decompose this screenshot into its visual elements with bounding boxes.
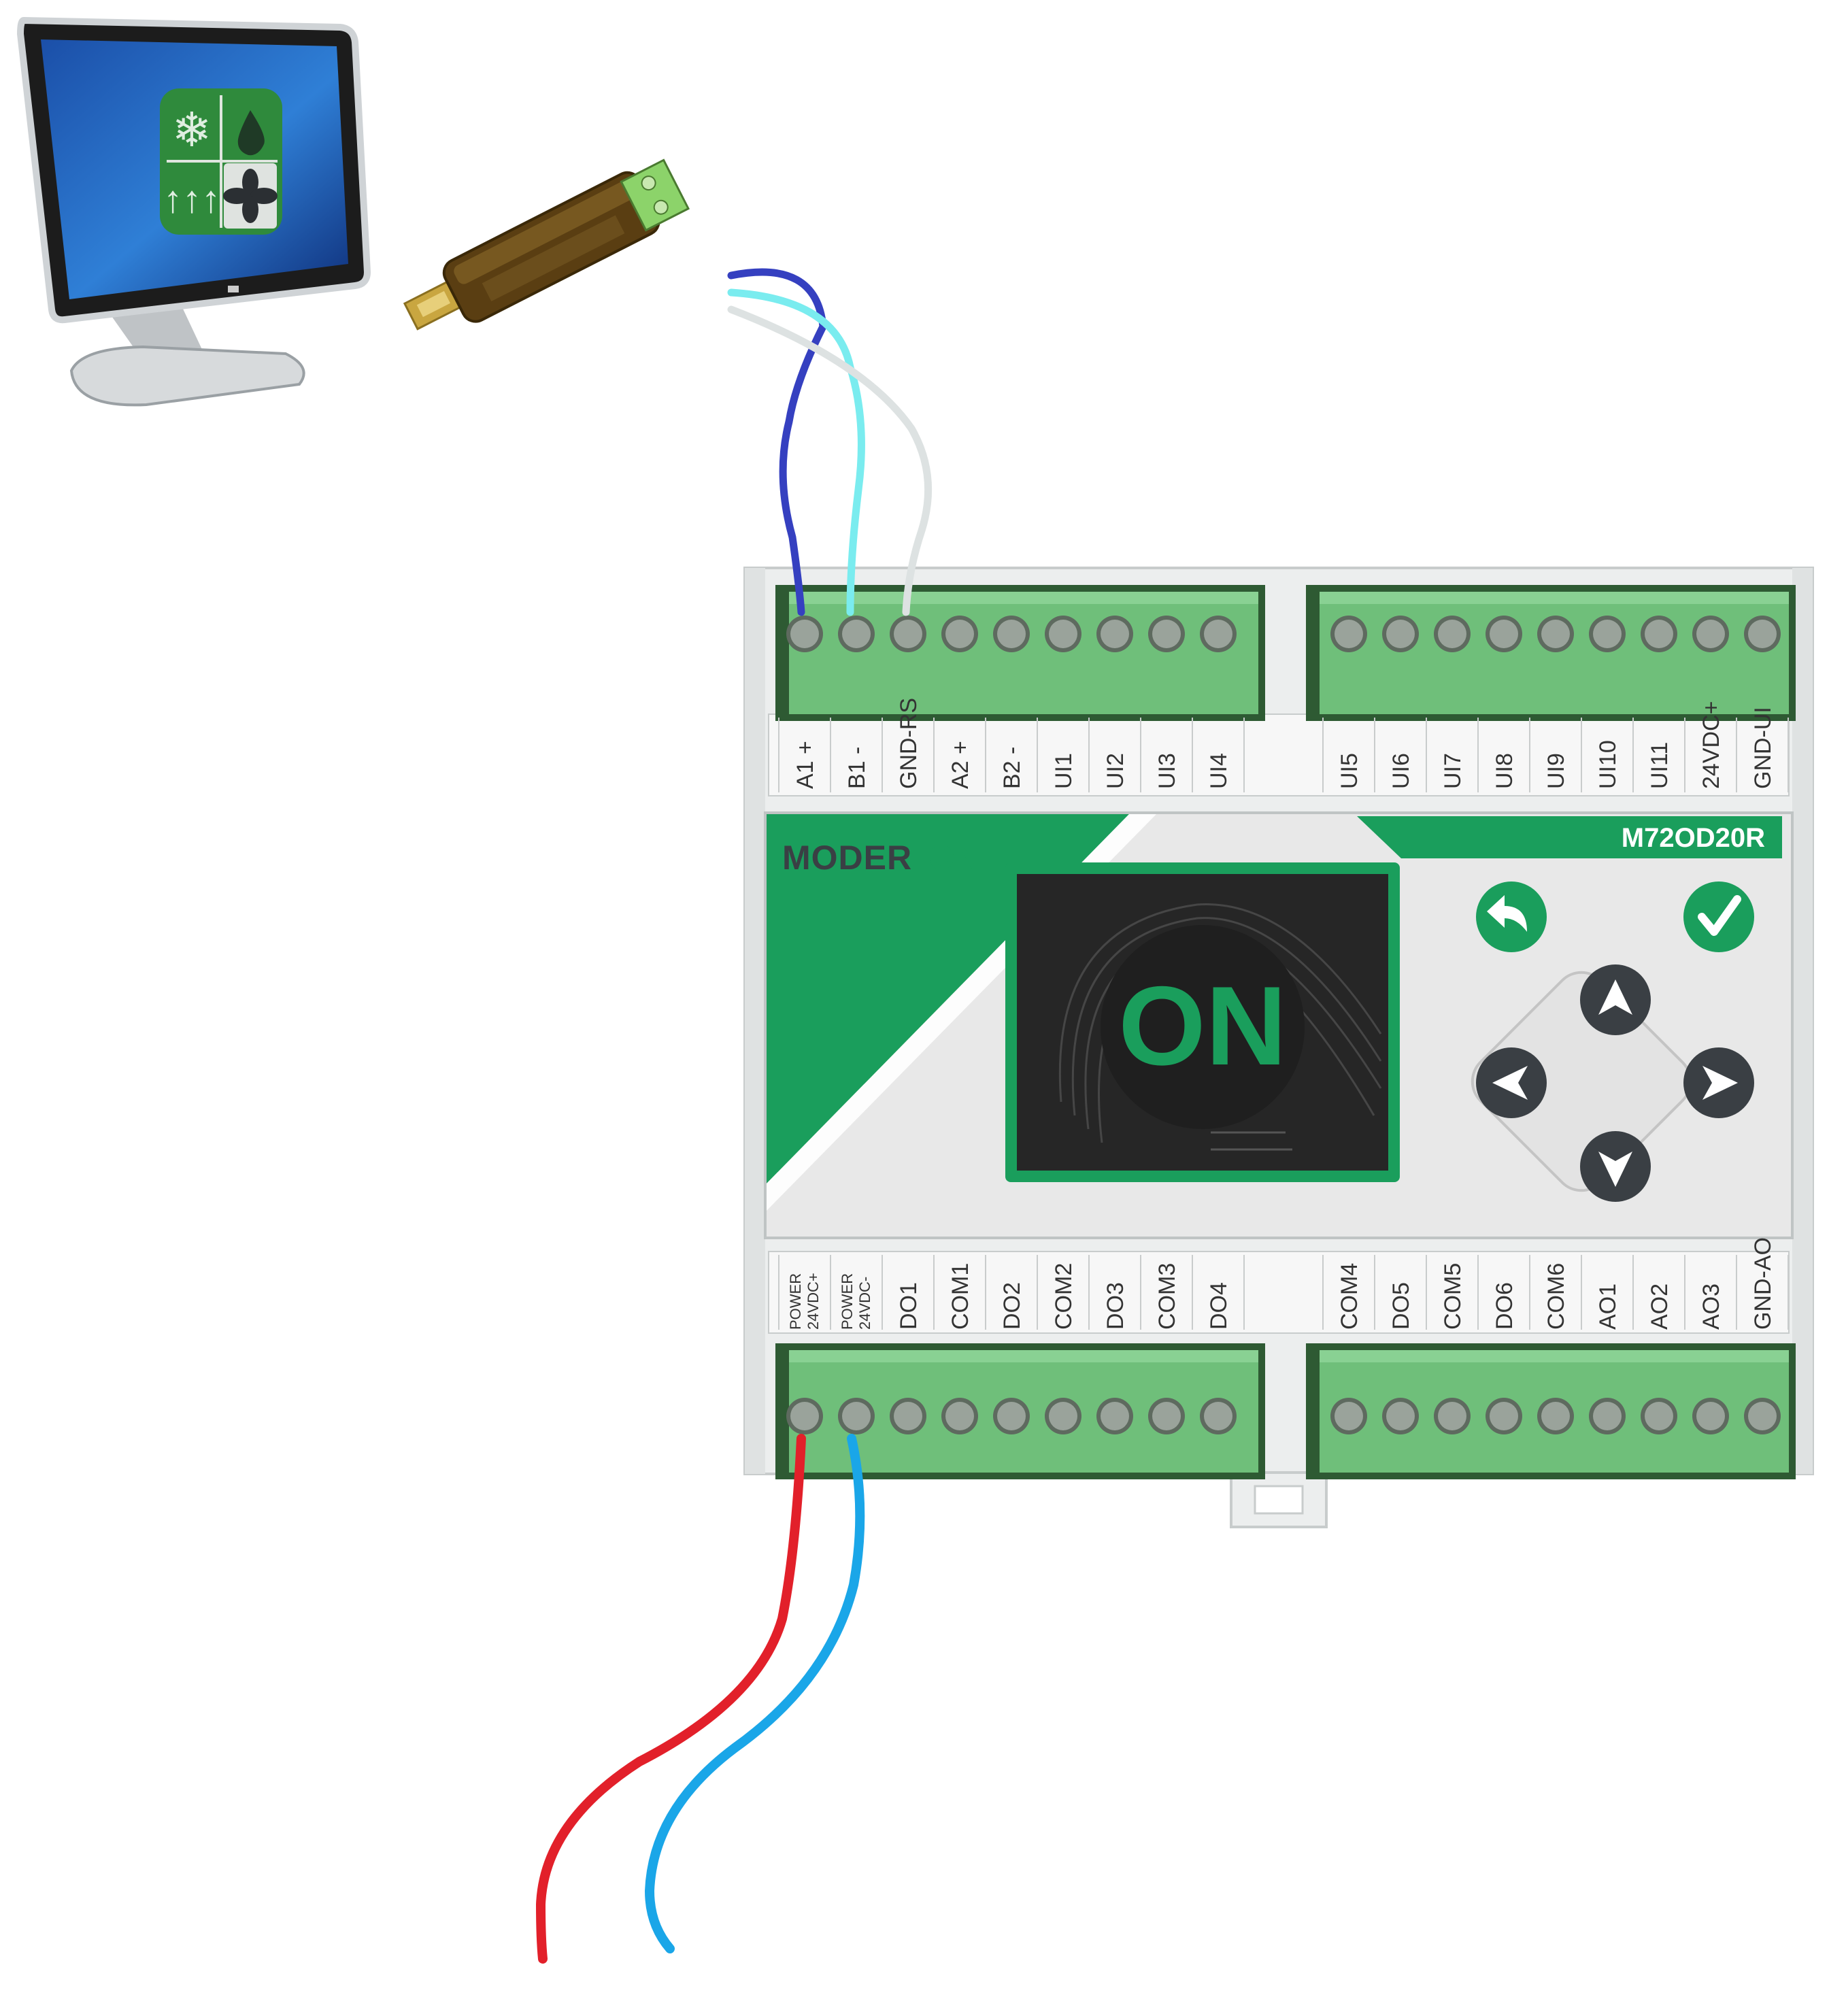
snowflake-icon: ❄	[172, 103, 212, 156]
left-button[interactable]	[1476, 1047, 1547, 1118]
terminal-label-bottom: DO6	[1492, 1282, 1517, 1330]
terminal-label-top: UI8	[1492, 753, 1517, 789]
terminal-label-top: 24VDC+	[1698, 701, 1724, 789]
back-icon	[1487, 895, 1527, 932]
top-label-strip	[768, 713, 1790, 796]
terminal-label-top: UI5	[1337, 753, 1362, 789]
terminal-blocks	[775, 585, 1796, 1479]
terminal-label-top: B2 -	[999, 747, 1025, 789]
terminal-label-bottom: AO2	[1647, 1283, 1673, 1330]
terminal-label-top: GND-UI	[1750, 707, 1776, 789]
right-button[interactable]	[1683, 1047, 1754, 1118]
terminal-block-bottom-right	[1306, 1343, 1796, 1479]
terminal-label-bottom: COM3	[1154, 1263, 1180, 1330]
monitor-power-led	[228, 286, 239, 292]
power-wires	[535, 1434, 865, 1964]
terminal-block-top-right	[1306, 585, 1796, 721]
wire-a1-plus	[727, 268, 827, 616]
usb-rs485-adapter	[403, 158, 690, 331]
terminal-label-bottom: DO2	[999, 1282, 1025, 1330]
terminal-labels: A1 + B1 - GND-RS A2 + B2 - UI1 UI2 UI3 UI4 UI5 UI6…	[778, 698, 1789, 1330]
arrow-down-icon	[1598, 1152, 1632, 1187]
terminal-label-top: UI11	[1647, 742, 1673, 789]
terminal-label-bottom: POWER	[839, 1273, 856, 1330]
bottom-label-strip	[768, 1251, 1790, 1334]
terminal-label-bottom: COM1	[947, 1263, 973, 1330]
model-banner	[1357, 816, 1782, 858]
back-button[interactable]	[1476, 881, 1547, 952]
adapter-terminal-block	[620, 158, 690, 232]
din-clip	[1230, 1471, 1328, 1528]
terminal-label-bottom: DO1	[896, 1282, 922, 1330]
computer-monitor: ❄ ↑↑↑	[16, 16, 371, 407]
terminal-block-bottom-left	[775, 1343, 1265, 1479]
ok-check-icon	[1698, 895, 1741, 936]
terminal-label-bottom: DO3	[1103, 1282, 1128, 1330]
terminal-label-bottom: DO5	[1388, 1282, 1414, 1330]
terminal-label-top: GND-RS	[896, 698, 922, 789]
terminal-label-bottom: 24VDC-	[856, 1277, 873, 1330]
fan-icon	[223, 169, 278, 223]
terminal-label-top: A2 +	[947, 741, 973, 789]
arrow-left-icon	[1492, 1066, 1528, 1100]
terminal-label-bottom: COM4	[1337, 1263, 1362, 1330]
model-number: M72OD20R	[1622, 823, 1765, 853]
wire-gnd-rs	[727, 305, 933, 616]
terminal-block-top-left	[775, 585, 1265, 721]
terminal-label-top: UI3	[1154, 753, 1180, 789]
terminal-label-top: UI7	[1440, 753, 1466, 789]
terminal-label-top: UI9	[1543, 753, 1569, 789]
wire-b1-minus	[727, 288, 865, 616]
monitor-base	[69, 345, 305, 407]
brand-name-accent: ON	[928, 839, 981, 877]
brand-name-dark: MODER	[782, 839, 912, 877]
keypad	[1471, 881, 1754, 1202]
terminal-label-bottom: AO3	[1698, 1283, 1724, 1330]
ok-button[interactable]	[1683, 881, 1754, 952]
terminal-label-bottom: DO4	[1206, 1282, 1232, 1330]
arrow-right-icon	[1702, 1066, 1738, 1100]
hvac-app-icon: ❄ ↑↑↑	[160, 88, 282, 235]
wire-power-minus	[644, 1434, 865, 1953]
rs485-wires	[727, 268, 933, 616]
terminal-label-top: UI1	[1051, 753, 1077, 789]
terminal-label-bottom: COM6	[1543, 1263, 1569, 1330]
screen-logo: ON	[1118, 963, 1287, 1088]
terminal-label-bottom: POWER	[787, 1273, 804, 1330]
lcd-display: ON	[1005, 862, 1400, 1182]
terminal-label-bottom: COM5	[1440, 1263, 1466, 1330]
terminal-label-top: A1 +	[792, 741, 818, 789]
terminal-label-top: UI6	[1388, 753, 1414, 789]
up-button[interactable]	[1580, 964, 1651, 1035]
terminal-label-top: UI2	[1103, 753, 1128, 789]
terminal-label-bottom: GND-AO	[1750, 1237, 1776, 1330]
heat-arrows-icon: ↑↑↑	[163, 178, 220, 220]
terminal-label-bottom: COM2	[1051, 1263, 1077, 1330]
terminal-label-top: UI4	[1206, 753, 1232, 789]
terminal-label-bottom: AO1	[1595, 1283, 1621, 1330]
arrow-up-icon	[1598, 979, 1632, 1015]
terminal-label-bottom: 24VDC+	[805, 1273, 822, 1330]
terminal-label-top: B1 -	[844, 747, 870, 789]
down-button[interactable]	[1580, 1131, 1651, 1202]
water-drop-icon	[237, 110, 265, 156]
terminal-label-top: UI10	[1595, 740, 1621, 789]
wire-power-plus	[535, 1434, 806, 1964]
